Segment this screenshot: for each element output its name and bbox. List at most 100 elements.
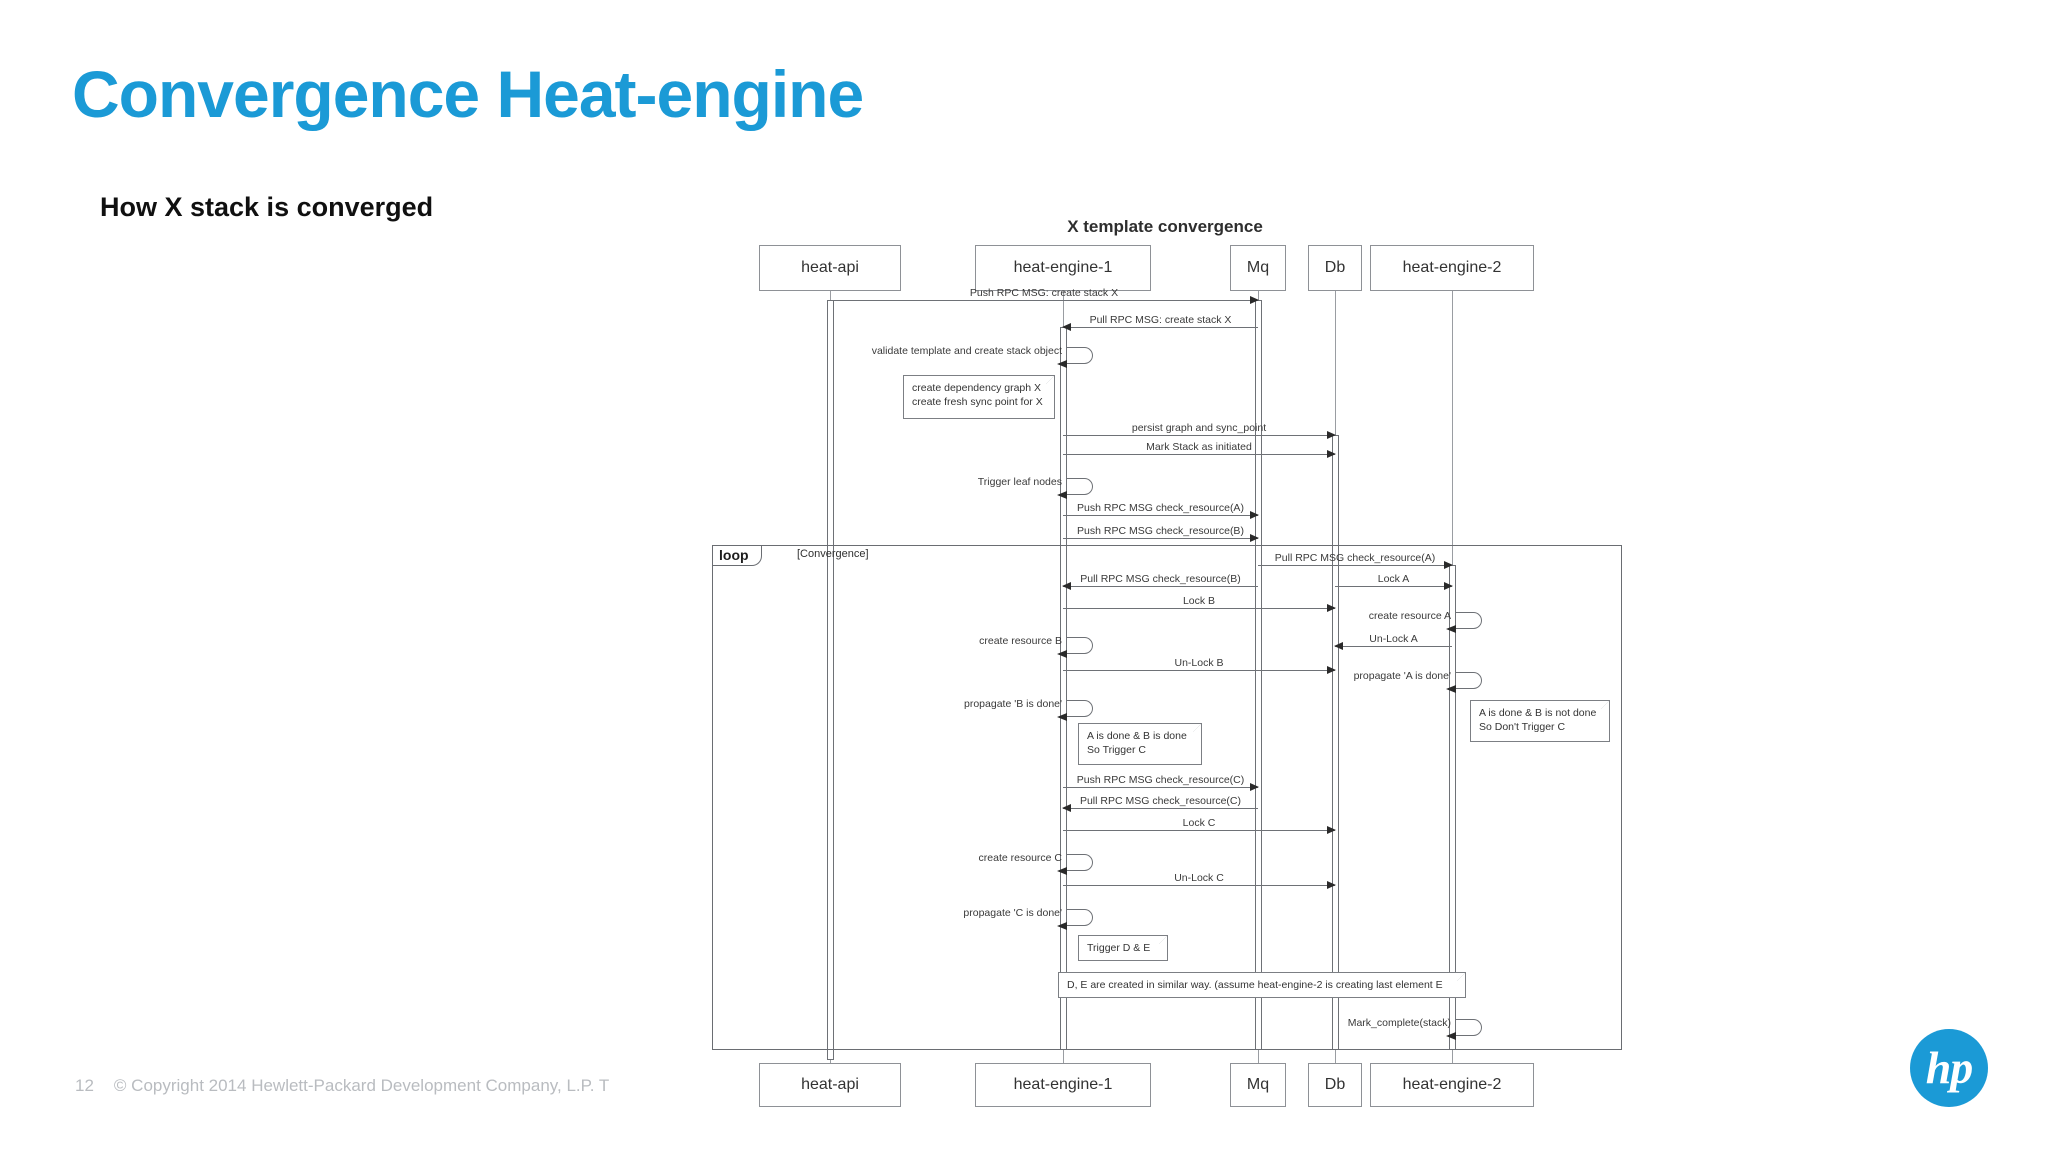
message-22: Pull RPC MSG check_resource(C) [1062, 795, 1258, 812]
self-message-18: propagate 'B is done' [964, 698, 1093, 721]
arrow-head-icon [1446, 624, 1456, 633]
message-1: Pull RPC MSG: create stack X [1062, 314, 1258, 331]
arrow-head-icon [1250, 510, 1259, 519]
slide-subtitle: How X stack is converged [100, 192, 434, 222]
message-15: Un-Lock A [1334, 633, 1452, 650]
message-label: validate template and create stack objec… [871, 345, 1062, 357]
message-label: Un-Lock C [1174, 872, 1224, 884]
participant-label: heat-api [801, 259, 859, 276]
note-20: A is done & B is done So Trigger C [1078, 723, 1202, 765]
arrow-head-icon [1057, 359, 1067, 368]
diagram-title: X template convergence [1067, 217, 1263, 236]
participant-box-heat-api-header[interactable]: heat-api [759, 245, 901, 291]
message-0: Push RPC MSG: create stack X [830, 287, 1259, 304]
hp-logo-icon: hp [1910, 1029, 1988, 1107]
message-label: Push RPC MSG check_resource(C) [1076, 774, 1245, 786]
participant-box-heat-engine-1-footer[interactable]: heat-engine-1 [975, 1063, 1151, 1107]
arrow-head-icon [1057, 490, 1067, 499]
sequence-diagram: X template convergence [690, 205, 1640, 1105]
note-text: create dependency graph X create fresh s… [912, 382, 1043, 408]
message-label: Mark_complete(stack) [1347, 1017, 1451, 1029]
participant-box-heat-engine-2-header[interactable]: heat-engine-2 [1370, 245, 1534, 291]
message-label: create resource C [978, 852, 1062, 864]
participant-label: heat-engine-1 [1013, 1076, 1113, 1093]
message-label: Pull RPC MSG: create stack X [1089, 314, 1232, 326]
message-label: Pull RPC MSG check_resource(A) [1274, 552, 1436, 564]
self-message-24: create resource C [979, 852, 1093, 875]
message-label: create resource B [979, 635, 1062, 647]
message-label: propagate 'B is done' [964, 698, 1062, 710]
message-label: propagate 'A is done' [1353, 670, 1451, 682]
message-8: Push RPC MSG check_resource(B) [1063, 525, 1259, 542]
arrow-head-icon [1062, 581, 1071, 590]
note-text: D, E are created in similar way. (assume… [1067, 979, 1443, 991]
message-label: Un-Lock B [1174, 657, 1224, 669]
participant-box-heat-api-footer[interactable]: heat-api [759, 1063, 901, 1107]
participant-box-heat-engine-2-footer[interactable]: heat-engine-2 [1370, 1063, 1534, 1107]
arrow-head-icon [1250, 295, 1259, 304]
loop-fragment-condition: [Convergence] [797, 548, 869, 560]
message-10: Pull RPC MSG check_resource(B) [1062, 573, 1258, 590]
arrow-head-icon [1327, 603, 1336, 612]
message-label: Pull RPC MSG check_resource(B) [1080, 573, 1241, 585]
arrow-head-icon [1062, 322, 1071, 331]
arrow-head-icon [1327, 825, 1336, 834]
loop-fragment: loop [Convergence] [712, 545, 1622, 1050]
note-27: Trigger D & E [1078, 935, 1168, 961]
message-label: Trigger leaf nodes [977, 476, 1062, 488]
arrow-head-icon [1327, 665, 1336, 674]
message-16: Un-Lock B [1063, 657, 1336, 674]
message-label: persist graph and sync_point [1131, 422, 1267, 434]
arrow-head-icon [1057, 712, 1067, 721]
loop-fragment-tab: loop [713, 546, 762, 566]
self-message-13: create resource A [1369, 610, 1482, 633]
message-9: Pull RPC MSG check_resource(A) [1258, 552, 1453, 569]
message-7: Push RPC MSG check_resource(A) [1063, 502, 1259, 519]
arrow-head-icon [1444, 581, 1453, 590]
message-12: Lock B [1063, 595, 1336, 612]
page-number: 12 [75, 1076, 94, 1095]
message-label: Push RPC MSG check_resource(B) [1077, 525, 1244, 537]
message-5: Mark Stack as initiated [1063, 441, 1336, 458]
participant-box-db-header[interactable]: Db [1308, 245, 1362, 291]
self-message-17: propagate 'A is done' [1354, 670, 1482, 693]
message-label: Un-Lock A [1369, 633, 1418, 645]
message-21: Push RPC MSG check_resource(C) [1063, 774, 1259, 791]
arrow-head-icon [1057, 866, 1067, 875]
message-label: Pull RPC MSG check_resource(C) [1079, 795, 1242, 807]
participant-label: heat-engine-2 [1402, 1076, 1502, 1093]
arrow-head-icon [1250, 782, 1259, 791]
participant-label: heat-engine-1 [1013, 259, 1113, 276]
note-19: A is done & B is not done So Don't Trigg… [1470, 700, 1610, 742]
message-label: Lock C [1182, 817, 1216, 829]
arrow-head-icon [1057, 649, 1067, 658]
participant-label: Db [1324, 259, 1346, 276]
message-label: Push RPC MSG: create stack X [969, 287, 1119, 299]
message-11: Lock A [1335, 573, 1453, 590]
self-message-26: propagate 'C is done' [963, 907, 1093, 930]
message-label: Mark Stack as initiated [1146, 441, 1252, 453]
note-3: create dependency graph X create fresh s… [903, 375, 1055, 419]
participant-label: heat-engine-2 [1402, 259, 1502, 276]
message-4: persist graph and sync_point [1063, 422, 1336, 439]
arrow-head-icon [1062, 803, 1071, 812]
note-28: D, E are created in similar way. (assume… [1058, 972, 1466, 998]
participant-label: heat-api [801, 1076, 859, 1093]
self-message-14: create resource B [979, 635, 1093, 658]
message-label: propagate 'C is done' [963, 907, 1062, 919]
message-label: Lock B [1182, 595, 1216, 607]
arrow-head-icon [1057, 921, 1067, 930]
message-label: Lock A [1377, 573, 1410, 585]
note-text: Trigger D & E [1087, 942, 1151, 954]
participant-box-mq-footer[interactable]: Mq [1230, 1063, 1286, 1107]
participant-box-heat-engine-1-header[interactable]: heat-engine-1 [975, 245, 1151, 291]
participant-box-mq-header[interactable]: Mq [1230, 245, 1286, 291]
participant-box-db-footer[interactable]: Db [1308, 1063, 1362, 1107]
slide-footer: 12© Copyright 2014 Hewlett-Packard Devel… [75, 1076, 609, 1096]
arrow-head-icon [1334, 641, 1343, 650]
participant-label: Mq [1246, 259, 1270, 276]
message-23: Lock C [1063, 817, 1336, 834]
arrow-head-icon [1446, 684, 1456, 693]
arrow-head-icon [1250, 533, 1259, 542]
